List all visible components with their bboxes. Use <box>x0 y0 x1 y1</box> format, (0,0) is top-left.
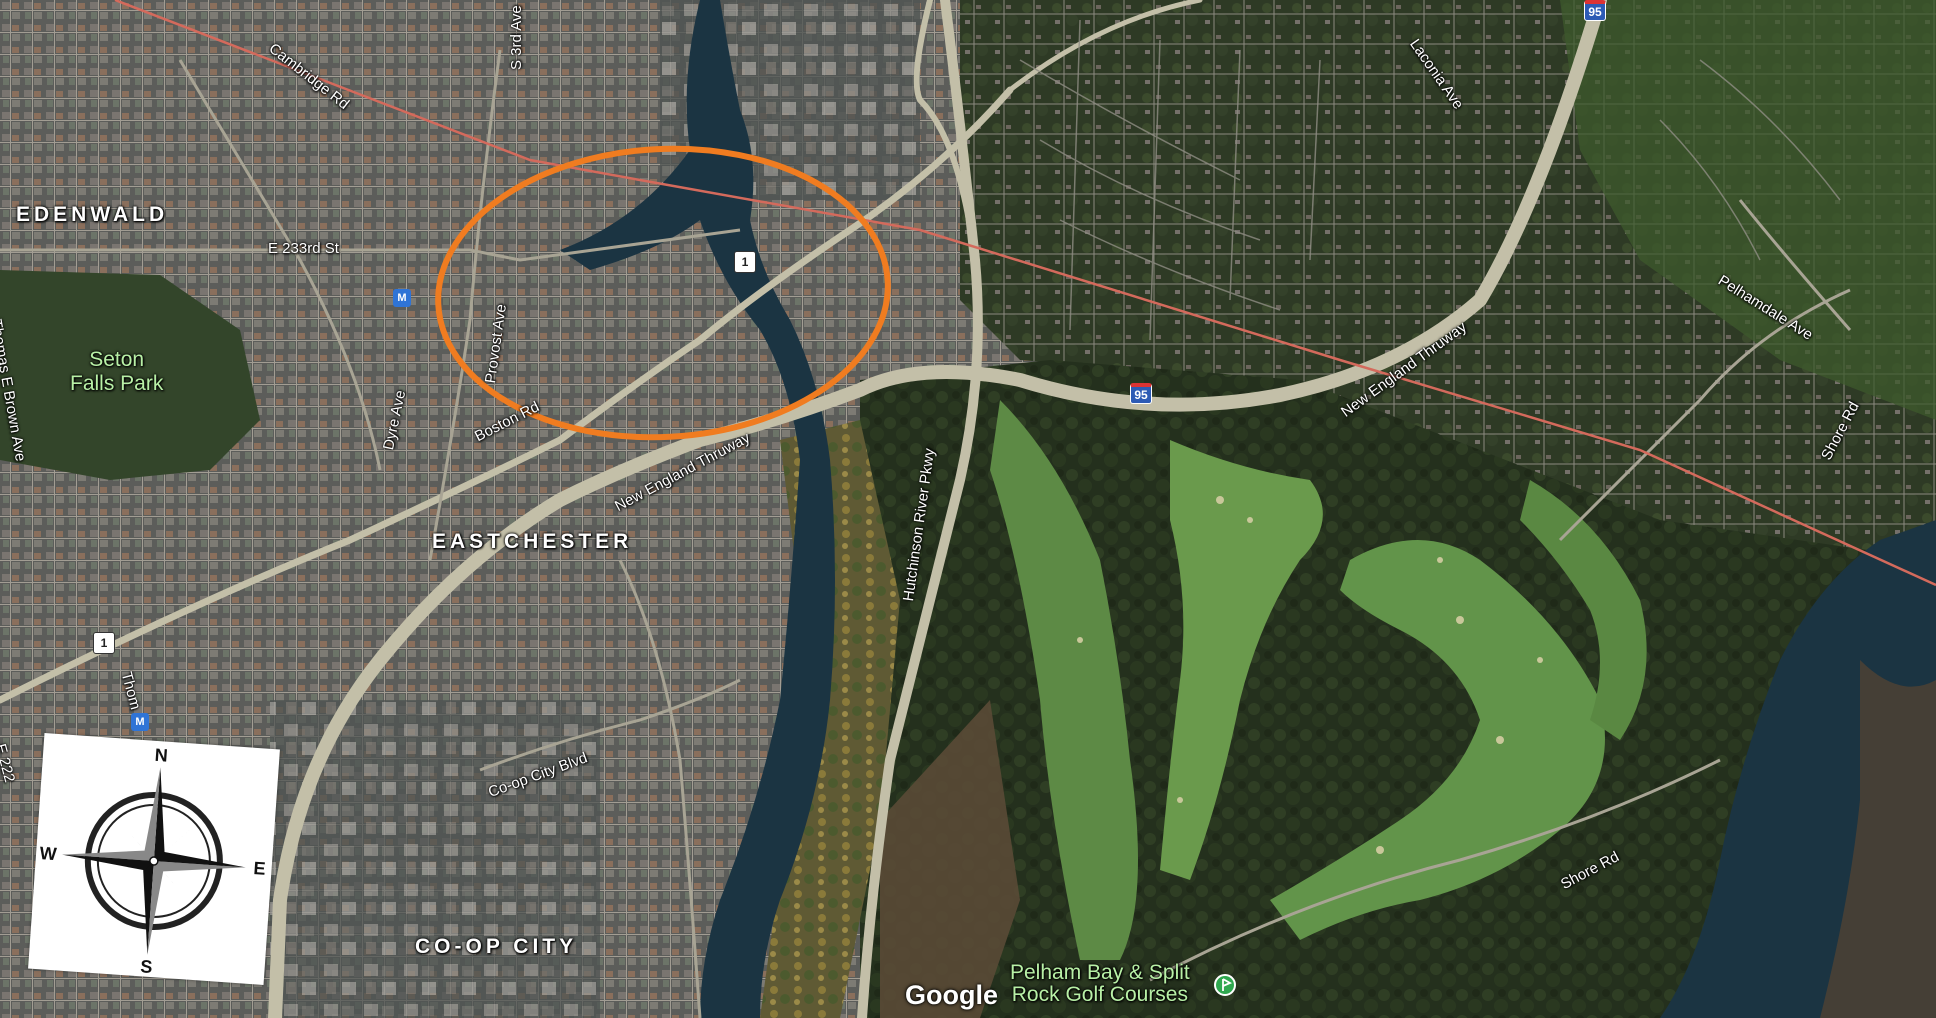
compass-rose: N E S W <box>28 733 280 985</box>
google-attribution: Google <box>905 980 998 1010</box>
road-label-s3rd: S 3rd Ave <box>508 5 525 70</box>
neighborhood-label-eastchester: EASTCHESTER <box>432 530 633 553</box>
compass-west-label: W <box>39 843 57 864</box>
interstate-95-shield-north: 95 <box>1584 0 1606 21</box>
compass-south-label: S <box>140 956 153 977</box>
metro-station-icon[interactable]: M <box>393 289 411 307</box>
neighborhood-label-coop-city: CO-OP CITY <box>415 935 578 958</box>
highlight-ellipse <box>435 145 891 441</box>
compass-east-label: E <box>253 858 266 879</box>
neighborhood-label-edenwald: EDENWALD <box>16 203 169 226</box>
compass-rose-icon: N E S W <box>39 745 266 977</box>
park-label-seton-line1: Seton <box>89 348 145 371</box>
compass-north-label: N <box>154 745 168 766</box>
us-route-1-shield-west: 1 <box>93 632 115 654</box>
interstate-95-shield: 95 <box>1130 383 1152 404</box>
park-label-seton-falls: Seton Falls Park <box>70 348 163 396</box>
metro-station-icon-south[interactable]: M <box>131 713 149 731</box>
park-label-seton-line2: Falls Park <box>70 372 164 395</box>
park-label-pelham-line2: Rock Golf Courses <box>1011 983 1188 1006</box>
park-label-pelham-line1: Pelham Bay & Split <box>1010 961 1190 984</box>
road-label-e233rd: E 233rd St <box>268 240 339 257</box>
us-route-1-shield: 1 <box>734 251 756 273</box>
park-label-pelham-bay: Pelham Bay & Split Rock Golf Courses <box>1010 962 1190 1006</box>
